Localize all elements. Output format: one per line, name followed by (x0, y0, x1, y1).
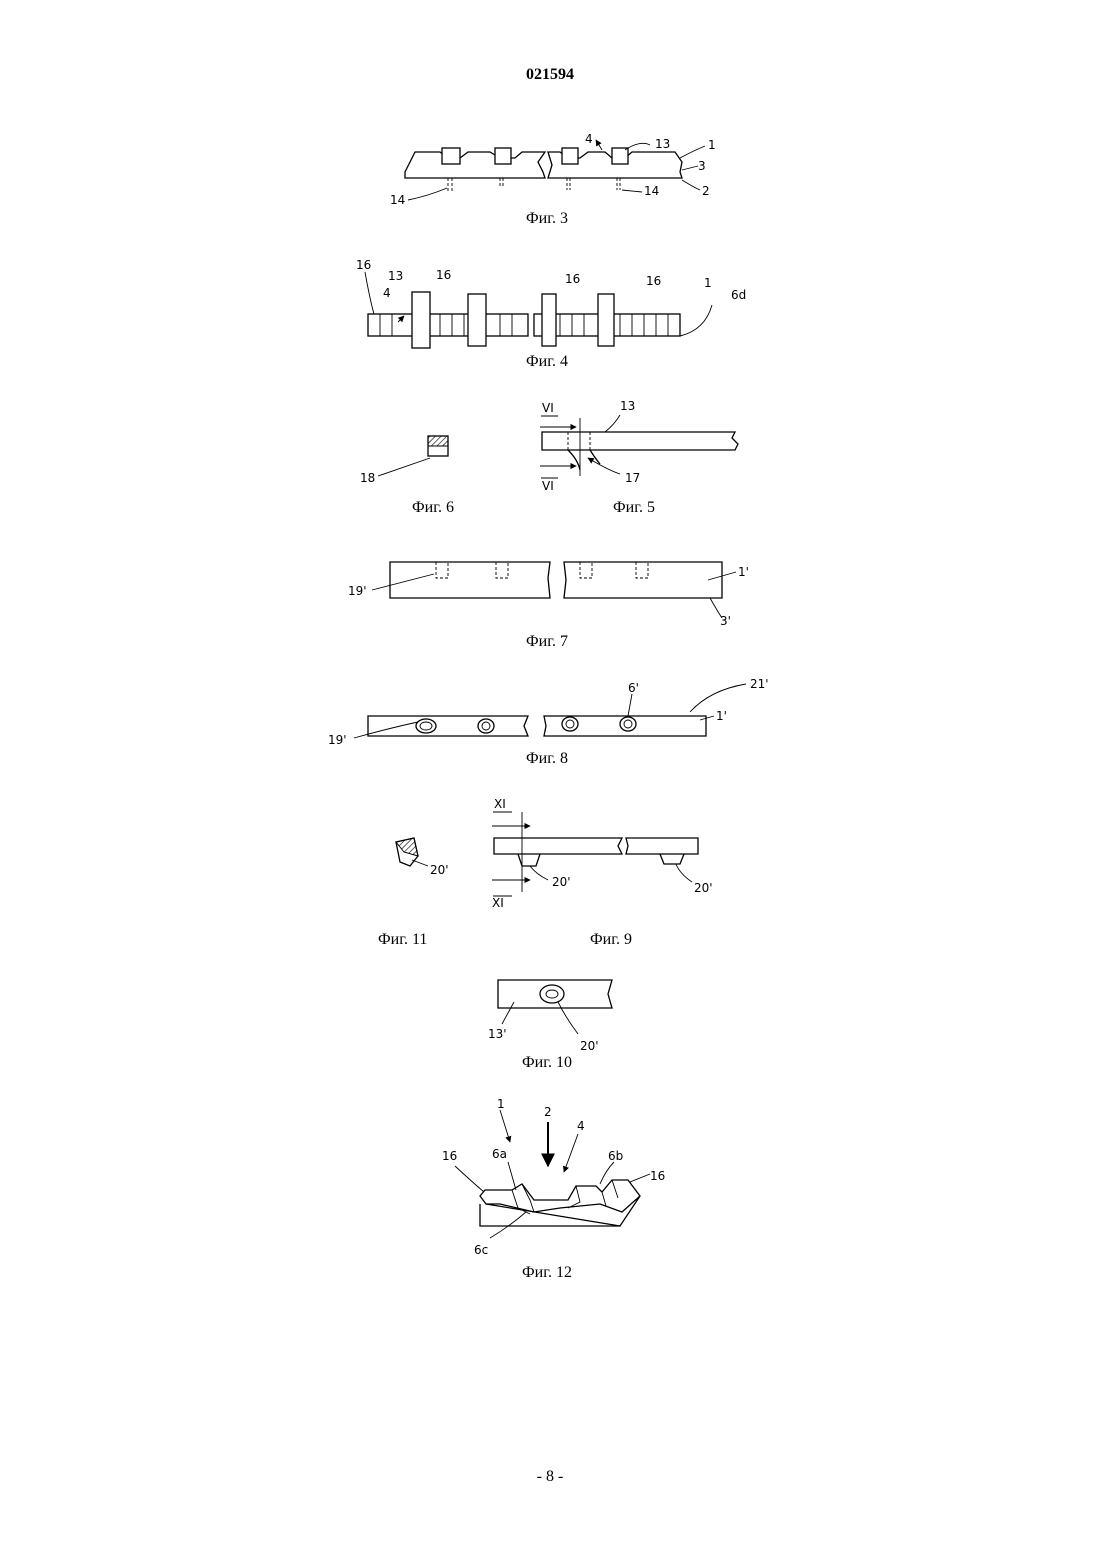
fig7-label-3p: 3' (720, 614, 731, 628)
fig5-label-VI-top: VI (542, 401, 554, 415)
fig7-label-1p: 1' (738, 565, 749, 579)
figure-6-caption: Фиг. 6 (412, 499, 454, 517)
figure-5-drawing: VI 13 VI 17 (540, 399, 738, 493)
figure-3-caption: Фиг. 3 (526, 210, 568, 228)
page-number: - 8 - (0, 1468, 1100, 1486)
fig11-label-20p: 20' (430, 863, 449, 877)
figure-9-drawing: XI 20' XI 20' (492, 797, 713, 910)
figure-6-drawing: 18 (360, 436, 448, 485)
fig5-label-VI-bottom: VI (542, 479, 554, 493)
fig4-label-16b: 16 (436, 268, 451, 282)
fig4-label-4: 4 (383, 286, 391, 300)
fig9-label-20p-b: 20' (694, 881, 713, 895)
fig3-label-14b: 14 (644, 184, 659, 198)
figure-7-drawing: 19' 1' 3' (348, 562, 749, 628)
fig5-label-17: 17 (625, 471, 640, 485)
fig4-label-13: 13 (388, 269, 403, 283)
figure-8-drawing: 21' 6' 1' 19' (328, 677, 769, 747)
figure-4-caption: Фиг. 4 (526, 353, 568, 371)
fig12-label-6a: 6a (492, 1147, 507, 1161)
fig12-label-16b: 16 (650, 1169, 665, 1183)
fig6-label-18: 18 (360, 471, 375, 485)
figure-9-caption: Фиг. 9 (590, 931, 632, 949)
figure-5-caption: Фиг. 5 (613, 499, 655, 517)
fig3-label-1: 1 (708, 138, 716, 152)
fig10-label-13p: 13' (488, 1027, 507, 1041)
fig12-label-6c: 6c (474, 1243, 488, 1257)
figure-8-caption: Фиг. 8 (526, 750, 568, 768)
figure-11-caption: Фиг. 11 (378, 931, 427, 949)
fig5-label-13: 13 (620, 399, 635, 413)
fig7-label-19p: 19' (348, 584, 367, 598)
fig4-label-16d: 16 (646, 274, 661, 288)
figure-11-drawing: 20' (396, 838, 449, 877)
fig3-label-4: 4 (585, 132, 593, 146)
fig12-label-2: 2 (544, 1105, 552, 1119)
fig4-label-16a: 16 (356, 258, 371, 272)
fig10-label-20p: 20' (580, 1039, 599, 1053)
fig12-label-16a: 16 (442, 1149, 457, 1163)
figure-12-caption: Фиг. 12 (522, 1264, 572, 1282)
fig8-label-21p: 21' (750, 677, 769, 691)
fig3-label-14a: 14 (390, 193, 405, 207)
fig3-label-3: 3 (698, 159, 706, 173)
fig8-label-1p: 1' (716, 709, 727, 723)
figure-4-drawing: 16 13 16 4 16 16 1 6d (356, 258, 746, 348)
fig12-label-1: 1 (497, 1097, 505, 1111)
figure-10-caption: Фиг. 10 (522, 1054, 572, 1072)
figure-3-drawing: 14 4 13 1 3 2 14 (390, 132, 716, 207)
fig4-label-6d: 6d (731, 288, 746, 302)
fig8-label-6p: 6' (628, 681, 639, 695)
fig9-label-XI-bottom: XI (492, 896, 504, 910)
figure-12-drawing: 1 2 4 16 6a 6b 16 6c (442, 1097, 665, 1257)
fig3-label-13: 13 (655, 137, 670, 151)
fig9-label-XI-top: XI (494, 797, 506, 811)
fig4-label-16c: 16 (565, 272, 580, 286)
fig12-label-4: 4 (577, 1119, 585, 1133)
figure-7-caption: Фиг. 7 (526, 633, 568, 651)
figure-10-drawing: 13' 20' (488, 980, 612, 1053)
fig4-label-1: 1 (704, 276, 712, 290)
fig9-label-20p-a: 20' (552, 875, 571, 889)
fig8-label-19p: 19' (328, 733, 347, 747)
fig12-label-6b: 6b (608, 1149, 623, 1163)
fig3-label-2: 2 (702, 184, 710, 198)
